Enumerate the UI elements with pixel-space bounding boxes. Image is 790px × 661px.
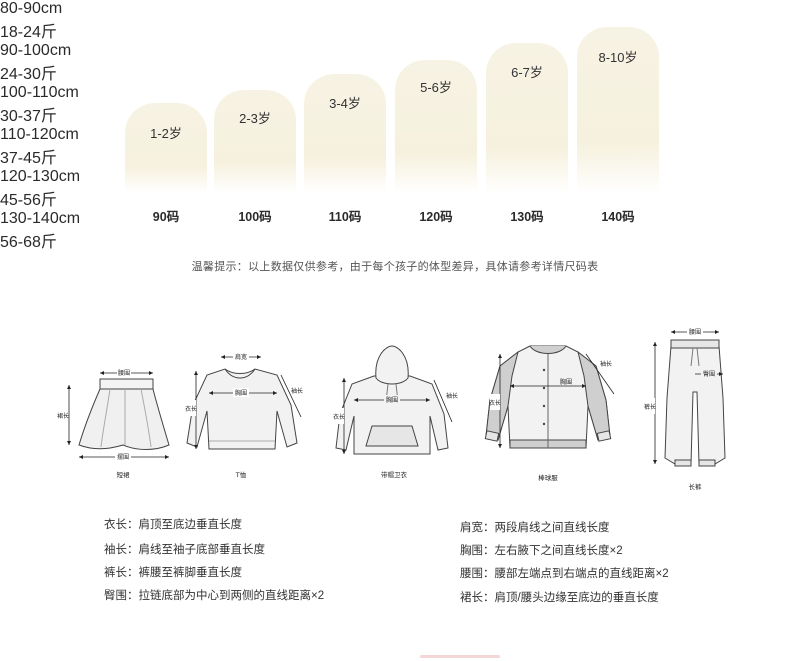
weight-range: 30-37斤 — [0, 108, 57, 125]
tshirt-sleeve-label: 袖长 — [291, 387, 303, 395]
size-column-2: 2-3岁 — [214, 90, 296, 193]
skirt-diagram: 腰围 裙长 摆围 短裙 — [57, 368, 170, 479]
hoodie-chest-label: 胸围 — [386, 396, 398, 404]
pants-waist-label: 腰围 — [689, 329, 701, 336]
size-code: 130码 — [510, 210, 544, 224]
size-column-1: 1-2岁 — [125, 103, 207, 193]
definition-item: 肩宽：两段肩线之间直线长度 — [460, 522, 610, 534]
size-code: 110码 — [328, 210, 362, 224]
pants-hip-label: 臀围 — [703, 371, 715, 378]
skirt-length-label: 裙长 — [57, 412, 69, 420]
definition-item: 胸围：左右腋下之间直线长度×2 — [460, 545, 623, 557]
age-label: 1-2岁 — [150, 126, 182, 141]
skirt-name-label: 短裙 — [117, 470, 131, 479]
weight-range: 18-24斤 — [0, 24, 57, 41]
definition-item: 腰围：腰部左端点到右端点的直线距离×2 — [460, 568, 669, 580]
height-range: 80-90cm — [0, 0, 63, 17]
jacket-chest-label: 胸围 — [560, 378, 572, 386]
height-range: 100-110cm — [0, 84, 79, 101]
bottom-divider — [420, 655, 500, 658]
hoodie-diagram: 胸围 衣长 袖长 带帽卫衣 — [333, 345, 458, 479]
reference-tip: 温馨提示：以上数据仅供参考，由于每个孩子的体型差异，具体请参考详情尺码表 — [191, 261, 599, 273]
hoodie-sleeve-label: 袖长 — [446, 392, 458, 400]
age-label: 2-3岁 — [239, 111, 271, 126]
hoodie-name-label: 带帽卫衣 — [381, 470, 408, 479]
weight-range: 56-68斤 — [0, 234, 57, 251]
age-label: 3-4岁 — [329, 96, 361, 111]
tshirt-chest-label: 胸围 — [235, 389, 247, 397]
size-column-6: 8-10岁 — [577, 27, 659, 193]
pants-diagram: 腰围 臀围 裤长 长裤 — [644, 327, 726, 491]
age-label: 5-6岁 — [420, 80, 452, 95]
size-chart: 1-2岁 2-3岁 3-4岁 5-6岁 6-7岁 8-10岁 80-90cm 1… — [0, 0, 790, 252]
definition-item: 袖长：肩线至袖子底部垂直长度 — [104, 544, 265, 556]
tshirt-diagram: 肩宽 胸围 衣长 袖长 T恤 — [185, 352, 303, 479]
size-column-4: 5-6岁 — [395, 60, 477, 193]
pants-name-label: 长裤 — [689, 482, 703, 491]
skirt-hem-label: 摆围 — [117, 453, 129, 461]
size-code: 100码 — [238, 210, 272, 224]
weight-range: 24-30斤 — [0, 66, 57, 83]
definition-item: 裤长：裤腰至裤脚垂直长度 — [104, 567, 242, 579]
size-code: 90码 — [152, 210, 180, 224]
skirt-waist-label: 腰围 — [118, 370, 130, 377]
jacket-sleeve-label: 袖长 — [600, 360, 612, 368]
age-label: 8-10岁 — [598, 50, 638, 65]
weight-range: 45-56斤 — [0, 192, 57, 209]
jacket-name-label: 棒球服 — [538, 473, 558, 482]
size-column-3: 3-4岁 — [304, 74, 386, 193]
age-label: 6-7岁 — [511, 65, 543, 80]
tshirt-length-label: 衣长 — [185, 405, 197, 413]
tshirt-name-label: T恤 — [235, 470, 247, 479]
tshirt-shoulder-label: 肩宽 — [235, 353, 247, 361]
jacket-length-label: 衣长 — [489, 399, 501, 407]
height-range: 110-120cm — [0, 126, 79, 143]
hoodie-length-label: 衣长 — [333, 413, 345, 421]
jacket-diagram: 衣长 胸围 袖长 棒球服 — [484, 345, 615, 482]
size-column-5: 6-7岁 — [486, 43, 568, 193]
definition-item: 裙长：肩顶/腰头边缘至底边的垂直长度 — [460, 592, 659, 604]
size-code: 140码 — [601, 210, 635, 224]
pants-length-label: 裤长 — [644, 403, 656, 411]
height-range: 90-100cm — [0, 42, 72, 59]
size-code: 120码 — [419, 210, 453, 224]
weight-range: 37-45斤 — [0, 150, 57, 167]
height-range: 130-140cm — [0, 210, 81, 227]
definition-item: 臀围：拉链底部为中心到两侧的直线距离×2 — [104, 590, 325, 602]
height-range: 120-130cm — [0, 168, 81, 185]
definition-item: 衣长：肩顶至底边垂直长度 — [104, 519, 242, 531]
